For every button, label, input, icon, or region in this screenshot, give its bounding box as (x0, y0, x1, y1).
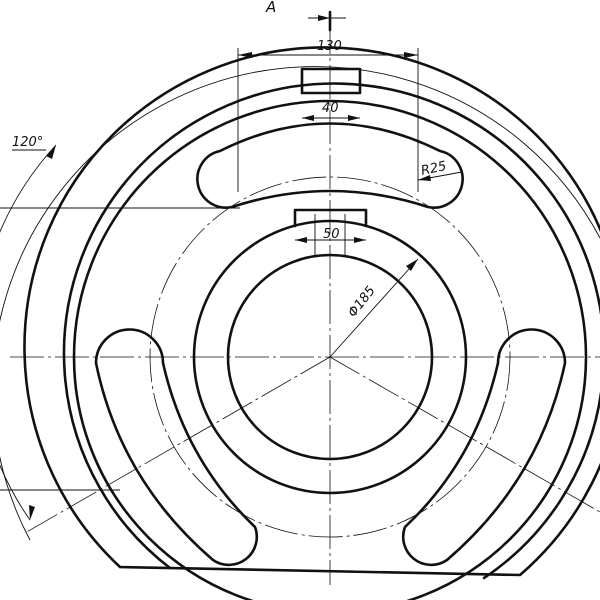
dim-50-label: 50 (323, 227, 340, 242)
dim-120-arrow-bottom (29, 505, 35, 520)
section-a-arrow-head (318, 15, 330, 21)
right-arc-slot (401, 328, 567, 567)
inner-ring-circle (72, 99, 588, 600)
dim-40-arrow-left (302, 115, 314, 121)
dim-130-label: 130 (317, 39, 342, 54)
dim-50-arrow-right (354, 237, 366, 243)
dim-120-label: 120° (12, 135, 43, 150)
slot-center-circle (149, 176, 511, 538)
top-arc-slot (196, 122, 464, 209)
dim-phi185-label: Φ185 (345, 284, 378, 321)
bore-circle (226, 253, 434, 461)
radial-center-line-left (24, 356, 331, 534)
dim-r25-label: R25 (420, 159, 448, 179)
dim-phi185-arrow (406, 259, 418, 271)
dim-120-arrow-top (46, 145, 56, 159)
outer-contour (23, 46, 600, 577)
dim-120-arc (0, 144, 57, 521)
hub-notch (293, 208, 368, 228)
dim-r25-arrow (418, 175, 431, 181)
dim-130-arrow-right (404, 52, 418, 58)
left-arc-slot (94, 328, 259, 567)
dim-phi185-line (329, 258, 419, 358)
dim-40-label: 40 (322, 101, 339, 116)
dim-50-arrow-left (295, 237, 307, 243)
dim-130-arrow-left (238, 52, 252, 58)
top-keyway (300, 67, 362, 95)
outer-reference-arc (0, 66, 600, 541)
hub-outer-circle (192, 219, 468, 495)
dim-40-arrow-right (348, 115, 360, 121)
section-a-label: A (265, 0, 276, 16)
radial-center-line-right (329, 356, 600, 513)
